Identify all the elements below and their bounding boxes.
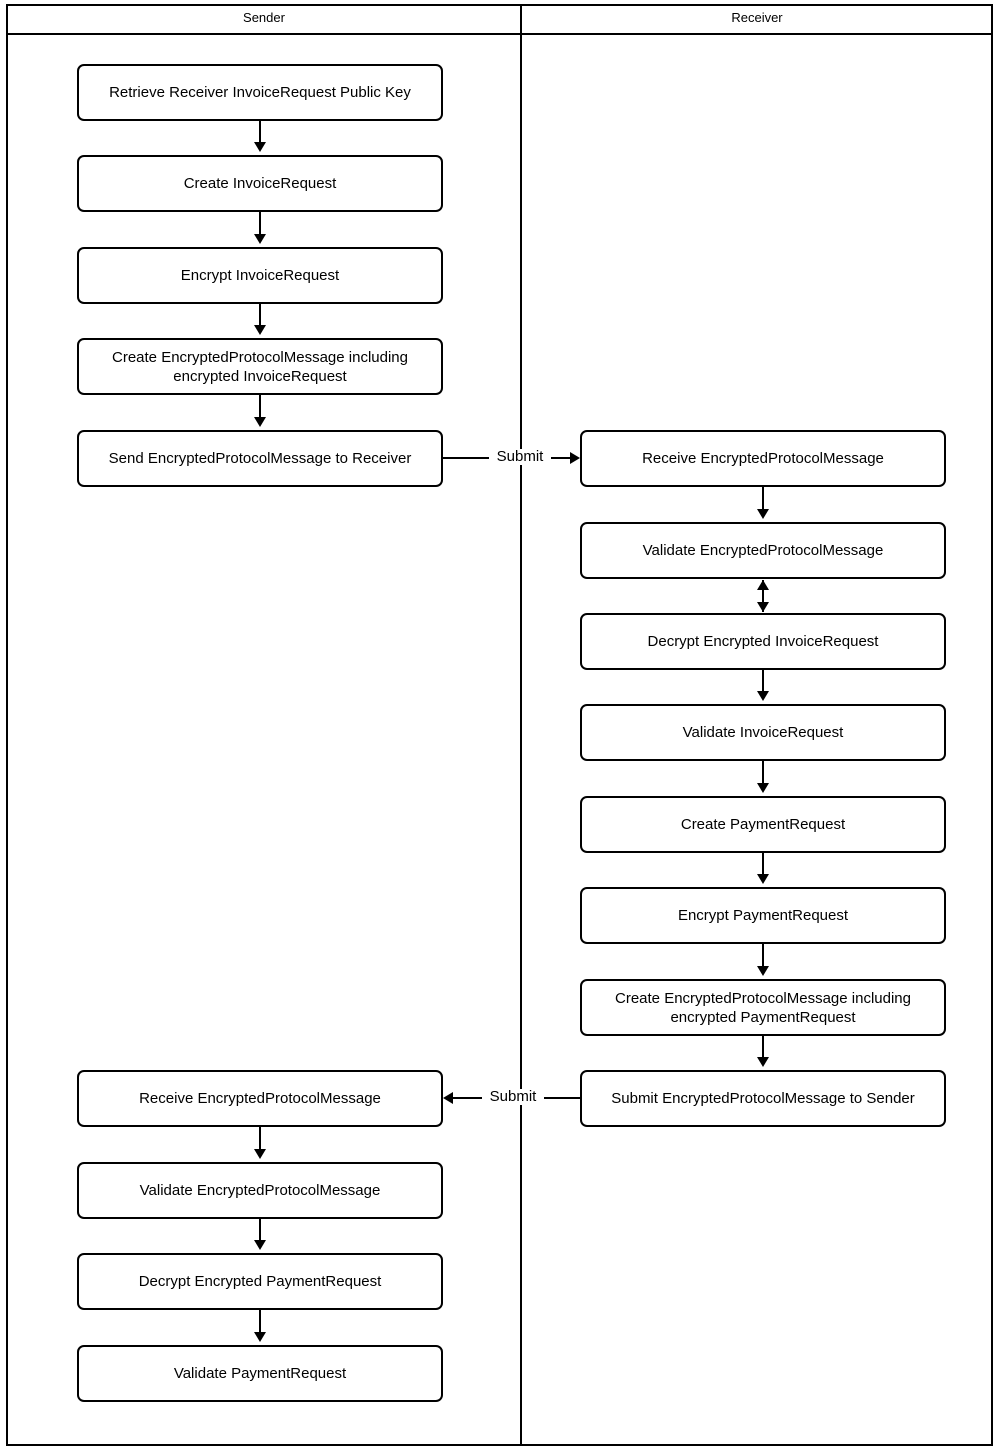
node-create-paymentrequest[interactable]: Create PaymentRequest [580,796,946,853]
node-receive-encryptedprotocolmessage-sender[interactable]: Receive EncryptedProtocolMessage [77,1070,443,1127]
edge-s4-s5-line [259,395,261,417]
node-label: Encrypt PaymentRequest [677,907,849,924]
edge-r6-r7-arrowhead [757,966,769,976]
edge-s8-s9-arrowhead [254,1332,266,1342]
edge-label-submit-return: Submit [482,1089,544,1105]
edge-r7-r8-line [762,1036,764,1057]
edge-s6-s7-arrowhead [254,1149,266,1159]
edge-s6-s7-line [259,1127,261,1149]
node-validate-invoicerequest[interactable]: Validate InvoiceRequest [580,704,946,761]
edge-r5-r6-arrowhead [757,874,769,884]
node-label: Validate EncryptedProtocolMessage [139,1182,381,1199]
edge-r7-r8-arrowhead [757,1057,769,1067]
edge-r4-r5-arrowhead [757,783,769,793]
edge-r3-r4-arrowhead [757,691,769,701]
edge-r2-r3-line [762,580,764,612]
node-label: Create InvoiceRequest [183,175,337,192]
edge-r8-s6-arrowhead [443,1092,453,1104]
node-submit-encryptedprotocolmessage-to-sender[interactable]: Submit EncryptedProtocolMessage to Sende… [580,1070,946,1127]
node-decrypt-encrypted-invoicerequest[interactable]: Decrypt Encrypted InvoiceRequest [580,613,946,670]
edge-r6-r7-line [762,944,764,966]
node-validate-encryptedprotocolmessage-receiver[interactable]: Validate EncryptedProtocolMessage [580,522,946,579]
node-validate-encryptedprotocolmessage-sender[interactable]: Validate EncryptedProtocolMessage [77,1162,443,1219]
edge-s8-s9-line [259,1310,261,1332]
node-create-invoicerequest[interactable]: Create InvoiceRequest [77,155,443,212]
edge-label-submit-forward: Submit [489,449,551,465]
edge-s1-s2-line [259,121,261,142]
edge-r2-r3-arrowhead-up [757,580,769,590]
node-encrypt-invoicerequest[interactable]: Encrypt InvoiceRequest [77,247,443,304]
edge-r1-r2-line [762,487,764,509]
edge-s3-s4-line [259,304,261,325]
node-decrypt-encrypted-paymentrequest[interactable]: Decrypt Encrypted PaymentRequest [77,1253,443,1310]
edge-s7-s8-arrowhead [254,1240,266,1250]
swimlane-header-divider [6,33,993,35]
edge-s1-s2-arrowhead [254,142,266,152]
node-validate-paymentrequest[interactable]: Validate PaymentRequest [77,1345,443,1402]
node-label: Validate PaymentRequest [173,1365,347,1382]
node-create-encryptedprotocolmessage-paymentrequest[interactable]: Create EncryptedProtocolMessage includin… [580,979,946,1036]
edge-s7-s8-line [259,1219,261,1240]
edge-s2-s3-line [259,212,261,234]
edge-s5-r1-arrowhead [570,452,580,464]
node-create-encryptedprotocolmessage-invoicerequest[interactable]: Create EncryptedProtocolMessage includin… [77,338,443,395]
edge-s3-s4-arrowhead [254,325,266,335]
lane-title-sender: Sender [243,10,285,25]
node-send-encryptedprotocolmessage-to-receiver[interactable]: Send EncryptedProtocolMessage to Receive… [77,430,443,487]
node-label: Create EncryptedProtocolMessage includin… [615,989,911,1026]
edge-s4-s5-arrowhead [254,417,266,427]
edge-r2-r3-arrowhead-down [757,602,769,612]
node-label: Receive EncryptedProtocolMessage [642,450,884,467]
node-label: Receive EncryptedProtocolMessage [139,1090,381,1107]
node-encrypt-paymentrequest[interactable]: Encrypt PaymentRequest [580,887,946,944]
edge-r1-r2-arrowhead [757,509,769,519]
lane-title-receiver: Receiver [731,10,783,25]
node-label: Validate EncryptedProtocolMessage [642,542,884,559]
node-label: Create PaymentRequest [680,816,846,833]
node-label: Retrieve Receiver InvoiceRequest Public … [109,84,411,101]
node-retrieve-receiver-invoicerequest-public-key[interactable]: Retrieve Receiver InvoiceRequest Public … [77,64,443,121]
edge-r4-r5-line [762,761,764,783]
node-label: Decrypt Encrypted InvoiceRequest [647,633,879,650]
node-label: Send EncryptedProtocolMessage to Receive… [108,450,412,467]
node-label: Validate InvoiceRequest [682,724,844,741]
swimlane-vertical-divider [520,4,522,1446]
edge-r5-r6-line [762,853,764,874]
edge-s2-s3-arrowhead [254,234,266,244]
node-label: Create EncryptedProtocolMessage includin… [112,348,408,385]
node-label: Submit EncryptedProtocolMessage to Sende… [611,1090,915,1107]
edge-r3-r4-line [762,670,764,691]
node-label: Decrypt Encrypted PaymentRequest [138,1273,382,1290]
node-label: Encrypt InvoiceRequest [180,267,340,284]
node-receive-encryptedprotocolmessage-receiver[interactable]: Receive EncryptedProtocolMessage [580,430,946,487]
